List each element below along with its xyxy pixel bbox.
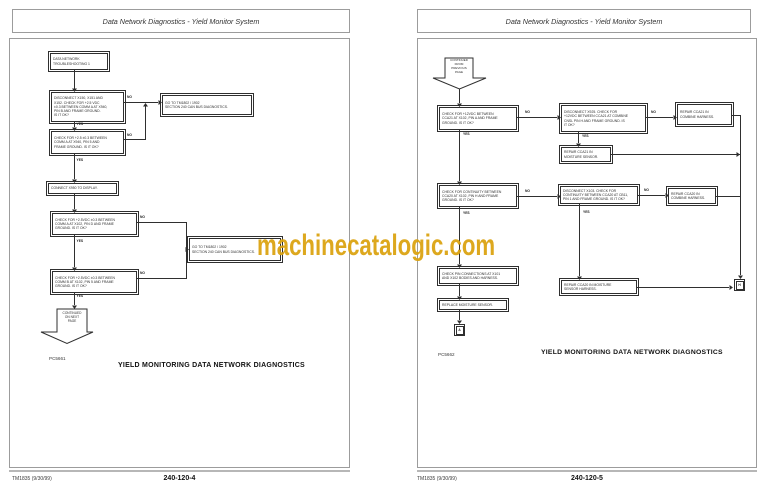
- yes-label: YES: [76, 122, 84, 126]
- flow-box-check-pins: CHECK PIN CONNECTIONS AT X101 AND X102 B…: [437, 266, 519, 286]
- no-label: NO: [127, 95, 132, 99]
- flow-box-goto-canbus-2: GO TO TM1802 / 1902 SECTION 240 CAN BUS …: [187, 236, 283, 263]
- manual-number-left: TM1835 (9/30/99): [12, 476, 52, 482]
- page-number-right: 240-120-5: [571, 475, 603, 482]
- flow-box-repair-ground-combine: REPAIR CCA20 IN COMBINE HARNESS.: [666, 186, 718, 206]
- watermark: machinecatalogic.com: [257, 229, 496, 262]
- flow-box-start: DATA NETWORK TROUBLESHOOTING 1: [48, 51, 110, 72]
- figure-id-left: PC5661: [49, 356, 66, 361]
- continue-prev-arrow-shape: [432, 57, 487, 90]
- flow-box-check-display-b: CHECK FOR +2.5VDC ±0.3 BETWEEN COMM B AT…: [50, 269, 139, 295]
- footer-rule-right: [417, 470, 757, 472]
- flow-box-check-can-a: DISCONNECT X150, X151 AND X152. CHECK FO…: [49, 90, 126, 124]
- figure-caption-left: YIELD MONITORING DATA NETWORK DIAGNOSTIC…: [118, 362, 305, 369]
- flow-box-disconnect-ground: DISCONNECT X103. CHECK FOR CONTINUITY BE…: [558, 184, 640, 206]
- no-label: NO: [525, 110, 530, 114]
- no-label: NO: [140, 215, 145, 219]
- continue-next-arrow-shape: [40, 308, 94, 345]
- flow-box-check-display-a: CHECK FOR +2.5VDC ±0.3 BETWEEN COMM A AT…: [50, 211, 139, 237]
- page-header-right: Data Network Diagnostics - Yield Monitor…: [417, 9, 751, 33]
- yes-label: YES: [76, 158, 84, 162]
- no-label: NO: [140, 271, 145, 275]
- offpage-connector-h-letter: H: [735, 280, 744, 290]
- yes-label: YES: [76, 239, 84, 243]
- flow-box-repair-power-sensor: REPAIR CCA21 IN MOISTURE SENSOR.: [559, 145, 613, 164]
- flow-box-connect-display: CONNECT X950 TO DISPLAY.: [46, 181, 119, 196]
- figure-caption-right: YIELD MONITORING DATA NETWORK DIAGNOSTIC…: [541, 349, 723, 356]
- flow-box-repair-power-combine: REPAIR CCA21 IN COMBINE HARNESS.: [675, 102, 734, 127]
- page-number-left: 240-120-4: [163, 475, 196, 482]
- flow-box-check-power: CHECK FOR +12VDC BETWEEN CCA21 AT X102, …: [437, 105, 519, 132]
- flow-box-check-ground: CHECK FOR CONTINUITY BETWEEN CCA20 AT X1…: [437, 183, 519, 209]
- no-label: NO: [644, 188, 649, 192]
- yes-label: YES: [582, 134, 589, 138]
- manual-number-right: TM1835 (9/30/99): [417, 476, 457, 482]
- page-header-left: Data Network Diagnostics - Yield Monitor…: [12, 9, 350, 33]
- yes-label: YES: [463, 132, 470, 136]
- offpage-connector-a: A: [454, 324, 465, 336]
- yes-label: YES: [76, 294, 84, 298]
- flow-box-repair-ground-sensor: REPAIR CCA20 IN MOISTURE SENSOR HARNESS.: [559, 278, 639, 296]
- yes-label: YES: [583, 210, 590, 214]
- offpage-connector-a-letter: A: [455, 325, 464, 335]
- no-label: NO: [127, 133, 132, 137]
- no-label: NO: [525, 189, 530, 193]
- continue-next-label: CONTINUED ON NEXT PAGE: [62, 311, 82, 324]
- offpage-connector-h: H: [734, 279, 745, 291]
- flow-box-goto-canbus-1: GO TO TM1802 / 1902 SECTION 240 CAN BUS …: [160, 93, 254, 117]
- flow-box-disconnect-power: DISCONNECT X925. CHECK FOR +12VDC BETWEE…: [559, 103, 648, 134]
- footer-rule-left: [9, 470, 350, 472]
- figure-id-right: PC5662: [438, 352, 455, 357]
- flow-box-check-can-b: CHECK FOR +2.5 ±0.3 BETWEEN COMM A AT X9…: [49, 129, 126, 156]
- continue-prev-label: CONTINUED FROM PREVIOUS PAGE: [450, 58, 468, 74]
- flow-box-replace-sensor: REPLACE MOISTURE SENSOR.: [437, 298, 509, 312]
- no-label: NO: [651, 110, 656, 114]
- yes-label: YES: [463, 211, 470, 215]
